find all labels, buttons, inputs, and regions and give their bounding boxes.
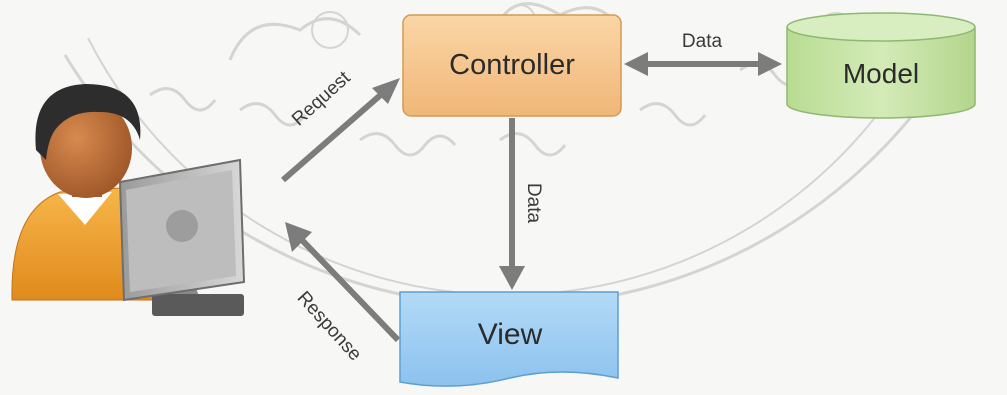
response-label: Response bbox=[293, 288, 366, 366]
controller-label: Controller bbox=[449, 49, 575, 81]
view-node: View bbox=[399, 291, 619, 387]
controller-node: Controller bbox=[402, 14, 622, 117]
model-label: Model bbox=[843, 58, 919, 89]
model-node: Model bbox=[786, 12, 976, 119]
view-label: View bbox=[478, 318, 543, 351]
user-at-computer-icon bbox=[11, 84, 246, 316]
edge-controller-model bbox=[624, 52, 782, 76]
edge-request bbox=[281, 78, 400, 183]
edge-response bbox=[285, 222, 401, 343]
controller-model-data-label: Data bbox=[682, 31, 723, 52]
edge-controller-view bbox=[499, 118, 525, 290]
controller-view-data-label: Data bbox=[523, 183, 544, 224]
request-label: Request bbox=[288, 67, 355, 130]
